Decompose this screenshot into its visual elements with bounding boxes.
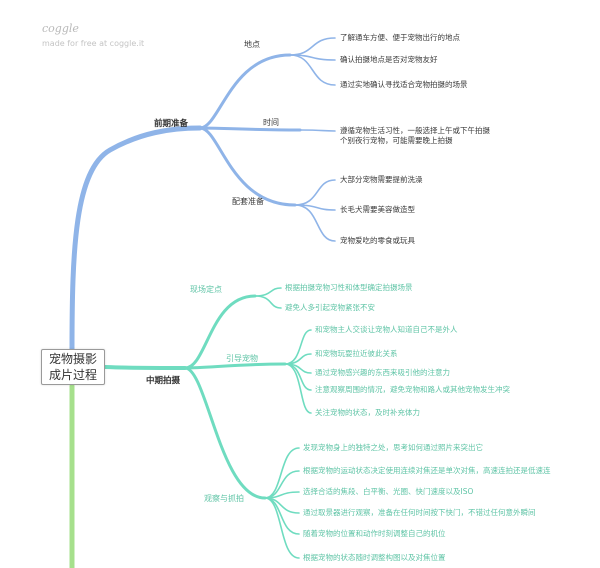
leaf-branch-shoot-2-5 [264,497,300,559]
branch-label-shoot[interactable]: 中期拍摄 [146,376,181,386]
leaf-branch-shoot-0-0 [254,287,282,297]
leaf-branch-shoot-1-3 [284,363,312,391]
sub-label-prep-1[interactable]: 时间 [263,118,279,127]
sub-branch-prep-0 [198,53,292,130]
leaf-branch-shoot-1-4 [284,363,312,414]
leaf-branch-prep-2-2 [294,204,336,242]
leaf-label-shoot-1-4[interactable]: 关注宠物的状态，及时补充体力 [315,408,420,417]
leaf-label-shoot-2-0[interactable]: 发现宠物身上的独特之处，思考如何通过照片来突出它 [303,443,483,452]
leaf-branch-shoot-2-0 [264,447,300,499]
leaf-label-prep-0-1[interactable]: 确认拍摄地点是否对宠物友好 [340,55,438,64]
sub-branch-prep-1 [198,126,302,132]
leaf-label-shoot-1-2[interactable]: 通过宠物感兴趣的东西来吸引他的注意力 [315,368,450,377]
leaf-label-shoot-1-1[interactable]: 和宠物玩耍拉近彼此关系 [315,349,398,358]
leaf-branch-prep-1-0 [299,129,336,132]
sub-label-prep-2[interactable]: 配套准备 [232,197,264,206]
leaf-label-shoot-2-3[interactable]: 通过取景器进行观察，准备在任何时间按下快门，不错过任何意外瞬间 [303,508,536,517]
leaf-label-prep-2-2[interactable]: 宠物爱吃的零食或玩具 [340,236,415,245]
sub-label-shoot-0[interactable]: 现场定点 [190,285,222,294]
sub-branch-shoot-1 [183,362,287,370]
leaf-branch-prep-0-2 [289,54,336,86]
trunk-branch-prep [69,125,203,353]
leaf-label-shoot-1-0[interactable]: 和宠物主人交谈让宠物人知道自己不是外人 [315,325,458,334]
coggle-tagline[interactable]: made for free at coggle.it [42,39,145,48]
branch-label-prep[interactable]: 前期准备 [154,119,189,129]
sub-branch-shoot-0 [183,294,257,370]
leaf-label-shoot-2-1[interactable]: 根据宠物的运动状态决定使用连续对焦还是单次对焦，高速连拍还是低速连 [303,466,551,475]
leaf-branch-shoot-1-0 [284,329,312,365]
root-node-title: 宠物摄影 成片过程 [48,352,97,382]
sub-label-shoot-1[interactable]: 引导宠物 [226,354,258,363]
leaf-label-shoot-0-0[interactable]: 根据拍摄宠物习性和体型确定拍摄场景 [285,283,413,292]
leaf-label-prep-2-1[interactable]: 长毛犬需要美容做造型 [340,205,415,214]
leaf-branch-shoot-1-1 [284,353,312,365]
leaf-branch-shoot-0-1 [254,295,282,309]
leaf-label-prep-0-0[interactable]: 了解通车方便、便于宠物出行的地点 [340,33,460,42]
leaf-label-prep-0-2[interactable]: 通过实地确认寻找适合宠物拍摄的场景 [340,80,468,89]
leaf-label-shoot-2-5[interactable]: 根据宠物的状态随时调整构图以及对焦位置 [303,553,446,562]
leaf-label-shoot-2-2[interactable]: 选择合适的焦段、白平衡、光圈、快门速度以及ISO [303,487,474,496]
sub-label-prep-0[interactable]: 地点 [244,40,260,49]
root-node[interactable]: 宠物摄影 成片过程 [41,349,105,385]
leaf-branch-prep-2-0 [294,179,336,206]
leaf-label-shoot-1-3[interactable]: 注意观察周围的情况，避免宠物和路人或其他宠物发生冲突 [315,385,510,394]
leaf-label-shoot-2-4[interactable]: 随着宠物的位置和动作时刻调整自己的机位 [303,529,446,538]
leaf-branch-shoot-2-2 [264,491,300,499]
leaf-branch-prep-0-0 [289,37,336,56]
leaf-label-prep-1-0[interactable]: 遵循宠物生活习性，一般选择上午或下午拍摄 个别夜行宠物，可能需要晚上拍摄 [340,126,490,145]
leaf-label-prep-2-0[interactable]: 大部分宠物需要提前洗澡 [340,175,423,184]
leaf-label-shoot-0-1[interactable]: 避免人多引起宠物紧张不安 [285,303,375,312]
sub-label-shoot-2[interactable]: 观察与抓拍 [204,494,244,503]
trunk-branch-shoot [103,365,187,370]
coggle-logo[interactable]: coggle [42,22,79,35]
sub-branch-shoot-2 [183,366,267,500]
sub-branch-prep-2 [198,126,297,207]
